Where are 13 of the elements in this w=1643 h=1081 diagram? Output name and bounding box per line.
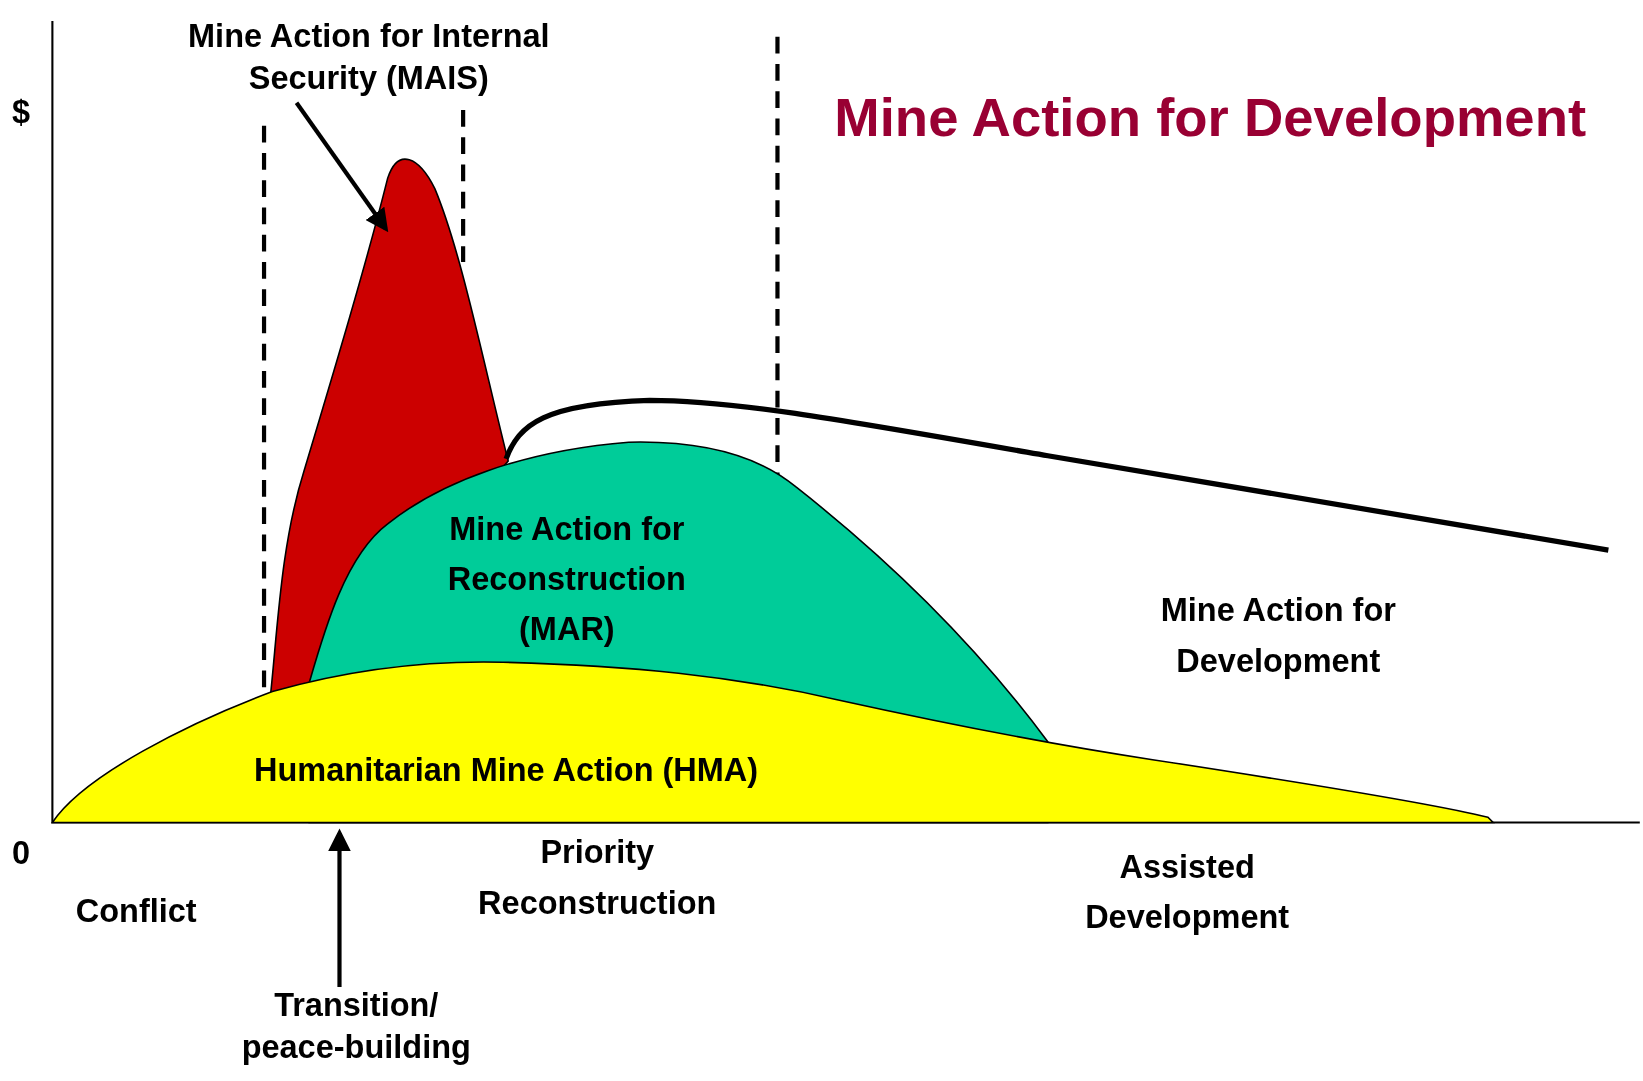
callout-text: Mine Action for Internal Security (MAIS) (148, 15, 589, 100)
axis-label: $ (10, 92, 31, 132)
curve-label: Mine Action for Development (1159, 590, 1397, 681)
phase-label: Priority Reconstruction (477, 833, 718, 923)
area-label: Mine Action for Reconstruction (MAR) (446, 509, 687, 650)
callout-text: Transition/ peace-building (225, 984, 488, 1070)
chart-title: Mine Action for Development (833, 85, 1588, 150)
arrow (327, 828, 351, 988)
area-label: Humanitarian Mine Action (HMA) (253, 750, 760, 790)
axis-label: 0 (10, 834, 31, 874)
phase-label: Assisted Development (1084, 847, 1291, 938)
phase-label: Conflict (74, 891, 198, 932)
leader-arrow (294, 101, 389, 233)
